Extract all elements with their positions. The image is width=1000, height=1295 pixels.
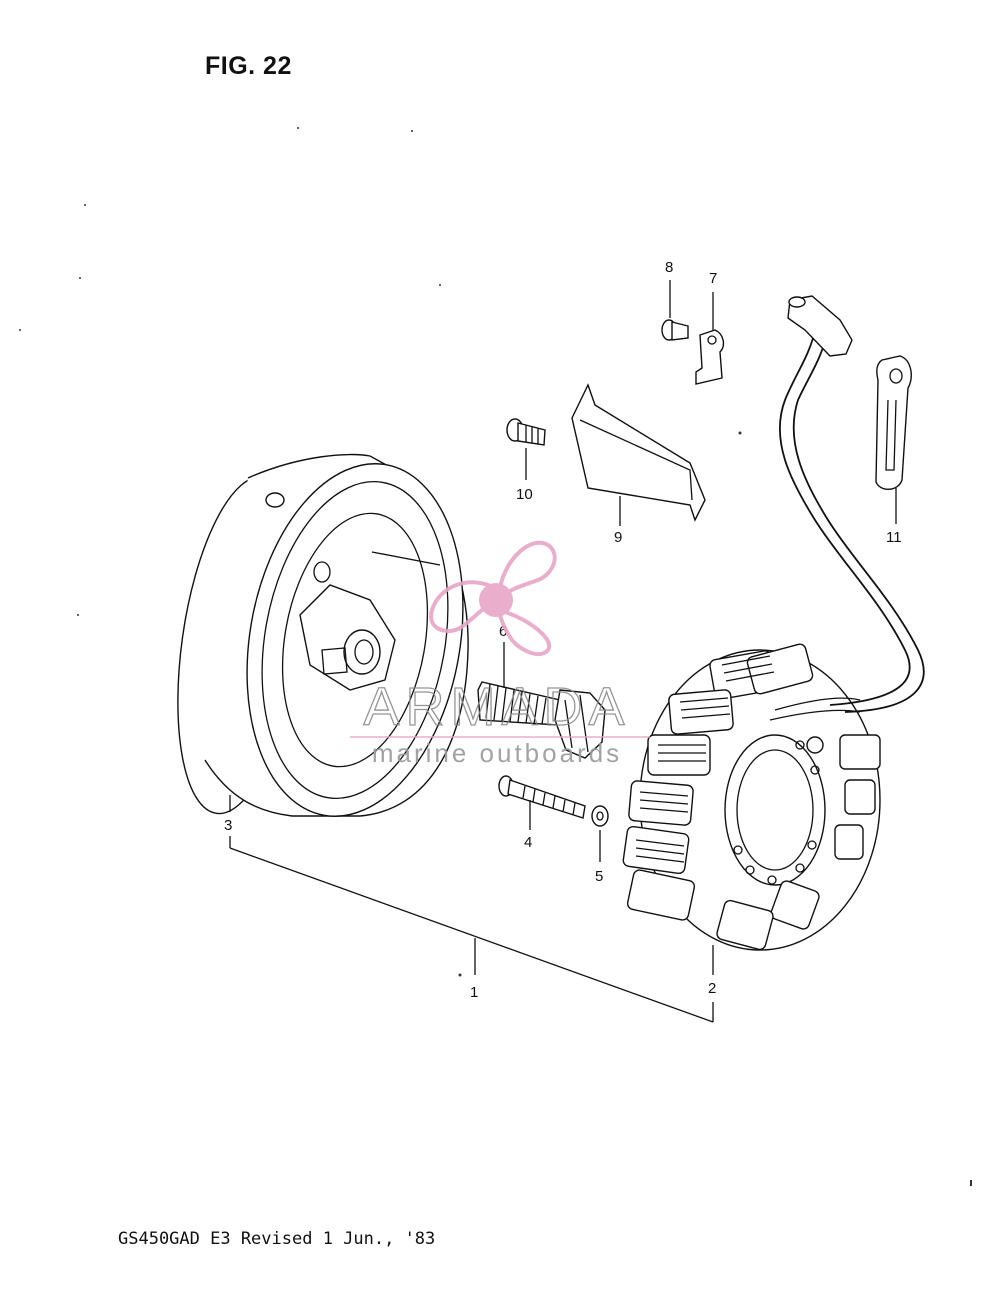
figure-caption: GS450GAD E3 Revised 1 Jun., '83	[118, 1229, 436, 1249]
stator-lead-wire	[769, 295, 925, 721]
clamp-plate	[695, 329, 725, 385]
callout-3: 3	[224, 817, 232, 834]
callout-6: 6	[499, 623, 507, 640]
washer	[591, 805, 609, 827]
lead-cover-plate	[571, 383, 706, 522]
armada-watermark: ARMADA marine outboards	[350, 540, 650, 768]
watermark-brand: ARMADA	[363, 677, 630, 737]
callout-10: 10	[516, 486, 533, 503]
callout-8: 8	[665, 259, 673, 276]
figure-title: FIG. 22	[205, 52, 292, 80]
rotor-flywheel	[177, 453, 469, 817]
callout-11: 11	[886, 529, 902, 546]
leader-lines	[229, 280, 897, 1023]
scan-specks	[19, 127, 972, 1186]
callout-7: 7	[709, 270, 717, 287]
rotor-bolt	[477, 681, 606, 759]
watermark-tagline: marine outboards	[372, 738, 622, 768]
stator-assembly	[622, 643, 881, 951]
screw-cover	[506, 418, 546, 446]
callout-9: 9	[614, 529, 622, 546]
callout-4: 4	[524, 834, 532, 851]
screw-small	[661, 319, 689, 341]
callout-2: 2	[708, 980, 716, 997]
callout-5: 5	[595, 868, 603, 885]
wire-clamp	[875, 355, 912, 490]
stator-screw	[498, 775, 586, 819]
callout-numbers: 1 2 3 4 5 6 7 8 9 10 11	[224, 259, 902, 1001]
callout-1: 1	[470, 984, 478, 1001]
propeller-logo-icon	[429, 540, 557, 657]
